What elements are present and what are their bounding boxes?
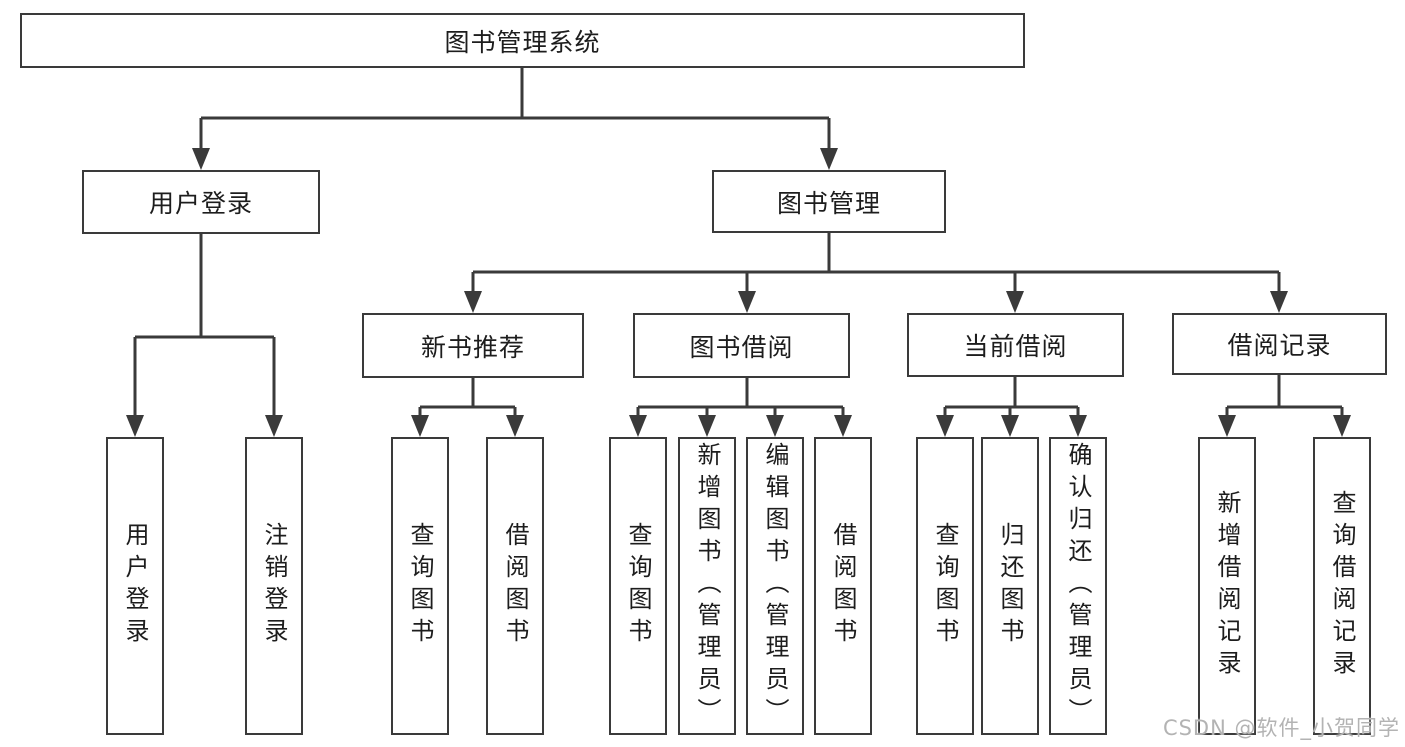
connector-new-rec-to-children xyxy=(411,378,524,437)
leaf-borrow-borrow-books-label: 借阅图书 xyxy=(829,522,857,650)
leaf-borrow-borrow-books: 借阅图书 xyxy=(814,437,872,735)
watermark-text: CSDN @软件_小贺同学 xyxy=(1162,716,1400,740)
leaf-records-add-label: 新增借阅记录 xyxy=(1213,490,1241,682)
node-book-borrow-label: 图书借阅 xyxy=(689,332,794,362)
connector-borrow-to-children xyxy=(629,378,852,437)
node-root: 图书管理系统 xyxy=(20,13,1025,68)
leaf-current-confirm-return-label: 确认归还（管理员） xyxy=(1064,442,1092,730)
leaf-borrow-query-books: 查询图书 xyxy=(609,437,667,735)
leaf-rec-borrow-books: 借阅图书 xyxy=(486,437,544,735)
connector-book-mgmt-to-sections xyxy=(464,233,1288,313)
leaf-current-return-books: 归还图书 xyxy=(981,437,1039,735)
node-borrow-records-label: 借阅记录 xyxy=(1227,331,1332,360)
leaf-logout-label: 注销登录 xyxy=(260,522,288,650)
node-book-borrow: 图书借阅 xyxy=(633,313,850,378)
leaf-borrow-add-books-label: 新增图书（管理员） xyxy=(693,442,721,730)
connector-user-login-to-children xyxy=(126,234,283,437)
node-current-borrow: 当前借阅 xyxy=(907,313,1124,377)
node-book-mgmt: 图书管理 xyxy=(712,170,946,233)
node-root-label: 图书管理系统 xyxy=(444,27,601,57)
connector-records-to-children xyxy=(1218,375,1351,437)
node-user-login: 用户登录 xyxy=(82,170,320,234)
leaf-rec-query-books-label: 查询图书 xyxy=(406,522,434,650)
connector-root-to-level2 xyxy=(192,68,838,170)
leaf-borrow-edit-books-label: 编辑图书（管理员） xyxy=(761,442,789,730)
leaf-user-login-label: 用户登录 xyxy=(121,522,149,650)
node-book-mgmt-label: 图书管理 xyxy=(776,188,881,218)
leaf-borrow-edit-books: 编辑图书（管理员） xyxy=(746,437,804,735)
connector-current-to-children xyxy=(936,377,1087,437)
node-new-book-rec: 新书推荐 xyxy=(362,313,584,378)
leaf-records-query-label: 查询借阅记录 xyxy=(1328,490,1356,682)
leaf-borrow-add-books: 新增图书（管理员） xyxy=(678,437,736,735)
leaf-logout: 注销登录 xyxy=(245,437,303,735)
node-new-book-rec-label: 新书推荐 xyxy=(420,332,525,362)
leaf-current-query-books: 查询图书 xyxy=(916,437,974,735)
node-user-login-label: 用户登录 xyxy=(148,189,253,218)
leaf-user-login: 用户登录 xyxy=(106,437,164,735)
leaf-rec-borrow-books-label: 借阅图书 xyxy=(501,522,529,650)
leaf-current-query-books-label: 查询图书 xyxy=(931,522,959,650)
node-borrow-records: 借阅记录 xyxy=(1172,313,1387,375)
leaf-rec-query-books: 查询图书 xyxy=(391,437,449,735)
leaf-records-query: 查询借阅记录 xyxy=(1313,437,1371,735)
leaf-current-confirm-return: 确认归还（管理员） xyxy=(1049,437,1107,735)
leaf-current-return-books-label: 归还图书 xyxy=(996,522,1024,650)
leaf-borrow-query-books-label: 查询图书 xyxy=(624,522,652,650)
node-current-borrow-label: 当前借阅 xyxy=(963,332,1068,361)
leaf-records-add: 新增借阅记录 xyxy=(1198,437,1256,735)
